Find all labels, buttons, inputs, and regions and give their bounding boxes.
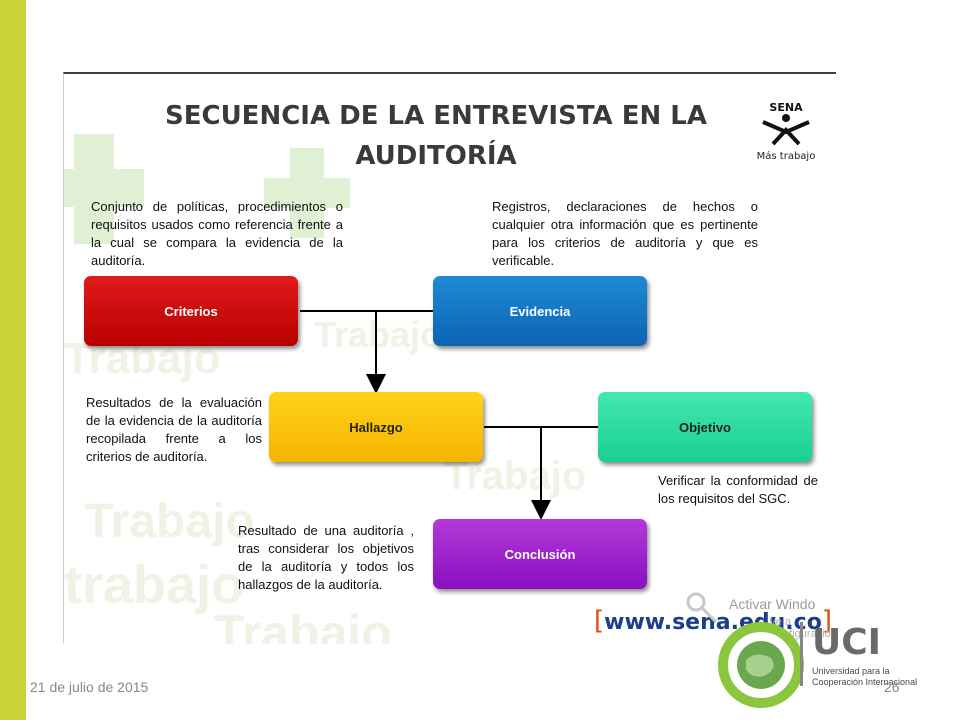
sena-logo-icon: SENA [762,101,810,146]
objetivo-description: Verificar la conformidad de los requisit… [658,473,818,506]
svg-text:SENA: SENA [769,101,803,114]
criterios-description: Conjunto de políticas, procedimientos o … [91,199,343,268]
watermark-text: Trabajo [214,605,392,644]
objetivo-box: Objetivo [598,392,812,462]
diagram-image: Trabajo Trabajo Trabajo trabajo Trabajo … [63,72,836,644]
slide-accent-bar [0,0,26,720]
conclusion-box: Conclusión [433,519,647,589]
footer-date: 21 de julio de 2015 [30,679,149,695]
uci-globe-logo [718,622,804,708]
hallazgo-box: Hallazgo [269,392,483,462]
uci-divider [800,622,803,686]
uci-name-line2: Cooperación Internacional [812,677,918,687]
uci-logo-text: UCI [812,622,882,663]
uci-name: Universidad para la Cooperación Internac… [812,666,917,688]
diagram-title: SECUENCIA DE LA ENTREVISTA EN LA AUDITOR… [165,101,707,171]
windows-activation-watermark: Activar Windo [729,596,816,612]
page-number: 26 [884,679,900,695]
criterios-box: Criterios [84,276,298,346]
sena-tagline: Más trabajo [756,151,816,162]
key-icon [686,592,718,624]
watermark-text: Trabajo [314,314,443,355]
watermark-cross-2 [64,169,144,207]
uci-name-line1: Universidad para la [812,666,890,676]
hallazgo-description: Resultados de la evaluación de la eviden… [86,395,262,464]
sena-logo: SENA Más trabajo [746,100,826,162]
watermark-text: Trabajo [84,495,255,548]
watermark-text: trabajo [64,555,245,615]
conclusion-description: Resultado de una auditoría , tras consid… [238,523,414,592]
evidencia-box: Evidencia [433,276,647,346]
connector-lines [300,310,598,520]
watermark-cross-4 [264,178,350,208]
evidencia-description: Registros, declaraciones de hechos o cua… [492,199,758,268]
